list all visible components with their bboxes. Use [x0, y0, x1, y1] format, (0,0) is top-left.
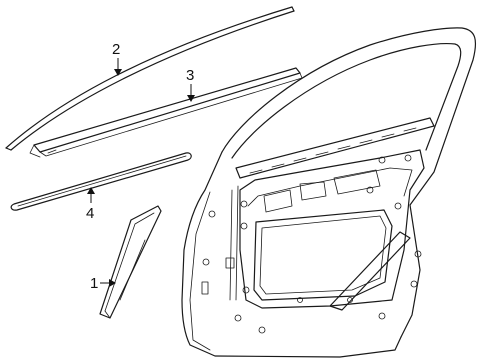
front-door-shell: [181, 27, 477, 358]
part-4-lower-molding: [10, 152, 192, 211]
part-3-belt-molding: [29, 67, 303, 158]
part-2-frame-molding: [5, 6, 295, 151]
callout-3-label: 3: [186, 67, 194, 84]
callout-3: 3: [186, 67, 195, 102]
callout-4: 4: [86, 187, 95, 222]
callout-4-label: 4: [86, 205, 94, 222]
callout-1: 1: [90, 275, 116, 292]
callout-2: 2: [112, 41, 122, 76]
part-1-applique: [99, 205, 162, 319]
callout-2-label: 2: [112, 41, 120, 58]
callout-1-label: 1: [90, 275, 98, 292]
